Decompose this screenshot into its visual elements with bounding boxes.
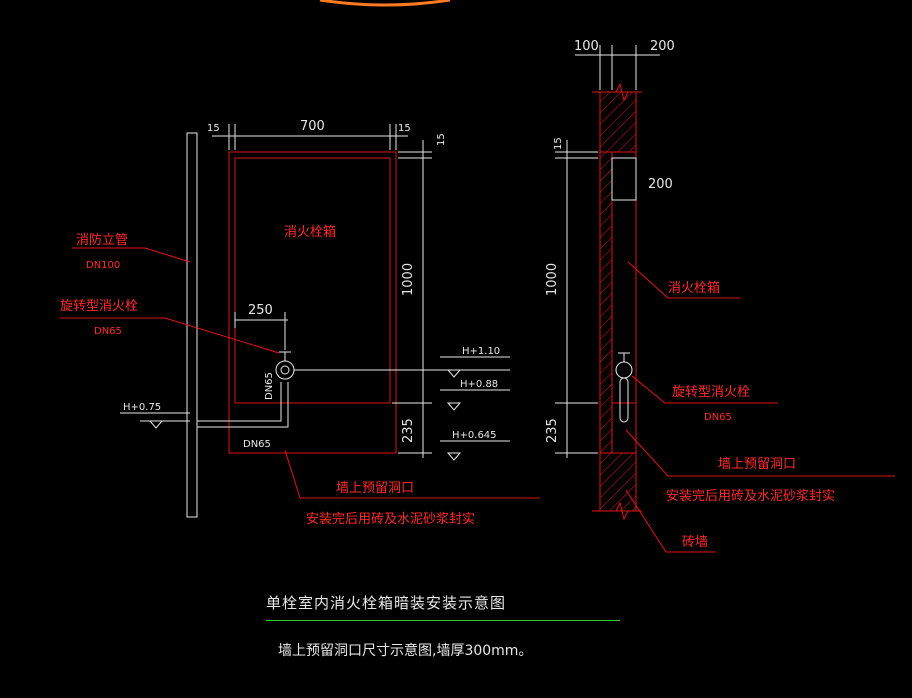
elevation-label: H+0.75	[123, 402, 161, 413]
wall-lower	[599, 452, 637, 512]
elevation-label: H+0.645	[452, 430, 497, 441]
front-view: 15 700 15 15 1000 235 250 消火栓箱 消防立管 DN10…	[60, 119, 540, 527]
wall-back	[599, 151, 613, 454]
valve-size: DN65	[704, 412, 732, 423]
elev-triangle	[446, 369, 462, 378]
leader-valve	[60, 317, 280, 354]
valve-label: 旋转型消火栓	[672, 385, 750, 400]
riser-label: 消防立管	[76, 232, 128, 248]
dim-label: 250	[248, 303, 273, 318]
drawing-note: 墙上预留洞口尺寸示意图,墙厚300mm。	[278, 643, 533, 659]
seal-note: 安装完后用砖及水泥砂浆封实	[306, 512, 475, 527]
cabinet-label: 消火栓箱	[284, 224, 336, 240]
leader-cabinet	[627, 261, 740, 299]
dim-label: 15	[436, 133, 447, 146]
valve-icon	[275, 360, 295, 380]
opening-label: 墙上预留洞口	[336, 481, 414, 496]
dim-label: 1000	[545, 263, 560, 296]
dim-label: 15	[207, 123, 220, 134]
dim-label: 700	[300, 119, 325, 134]
top-arc	[319, 0, 451, 7]
title-block: 单栓室内消火栓箱暗装安装示意图 墙上预留洞口尺寸示意图,墙厚300mm。	[266, 592, 626, 659]
elev-triangle	[446, 452, 462, 461]
branch-pipe-inner	[197, 382, 282, 422]
wall-upper	[599, 91, 637, 153]
opening-label: 墙上预留洞口	[718, 457, 796, 472]
riser-size: DN100	[86, 260, 120, 271]
seal-note: 安装完后用砖及水泥砂浆封实	[666, 489, 835, 504]
dim-label: 1000	[401, 263, 416, 296]
leader-wall	[625, 489, 716, 553]
elev-triangle	[148, 420, 164, 429]
break-mark	[592, 82, 642, 102]
elev-triangle	[446, 402, 462, 411]
wall-label: 砖墙	[682, 535, 708, 550]
valve-side-icon	[615, 361, 633, 379]
leader-opening	[284, 449, 540, 499]
cabinet-inner	[234, 157, 391, 404]
leader-opening	[625, 429, 895, 477]
dim-label: 235	[545, 418, 560, 443]
pipe-size: DN65	[243, 439, 271, 450]
dim-label: 235	[401, 418, 416, 443]
elevation-label: H+1.10	[462, 346, 500, 357]
valve-size: DN65	[94, 326, 122, 337]
dim-label: 100	[574, 39, 599, 54]
title-underline	[266, 620, 620, 621]
leader-valve	[631, 375, 778, 404]
cabinet-side-panel	[611, 157, 637, 201]
cabinet-label: 消火栓箱	[668, 280, 720, 296]
dim-label: 200	[650, 39, 675, 54]
leader-riser	[72, 247, 191, 263]
pipe-size: DN65	[264, 372, 275, 400]
cabinet-outer	[228, 151, 397, 454]
break-mark	[592, 501, 642, 521]
valve-pipe	[619, 377, 629, 423]
branch-pipe-outer	[197, 382, 289, 428]
elevation-label: H+0.88	[460, 379, 498, 390]
dim-label: 15	[398, 123, 411, 134]
side-view: 100 200 200 15 1000 235 消火栓箱 旋转型消火栓 DN65…	[545, 39, 895, 553]
valve-label: 旋转型消火栓	[60, 299, 138, 314]
drawing-title: 单栓室内消火栓箱暗装安装示意图	[266, 594, 507, 612]
dim-label: 15	[553, 137, 564, 150]
dim-label: 200	[648, 177, 673, 192]
valve-core	[280, 365, 290, 375]
cabinet-side	[611, 151, 637, 454]
